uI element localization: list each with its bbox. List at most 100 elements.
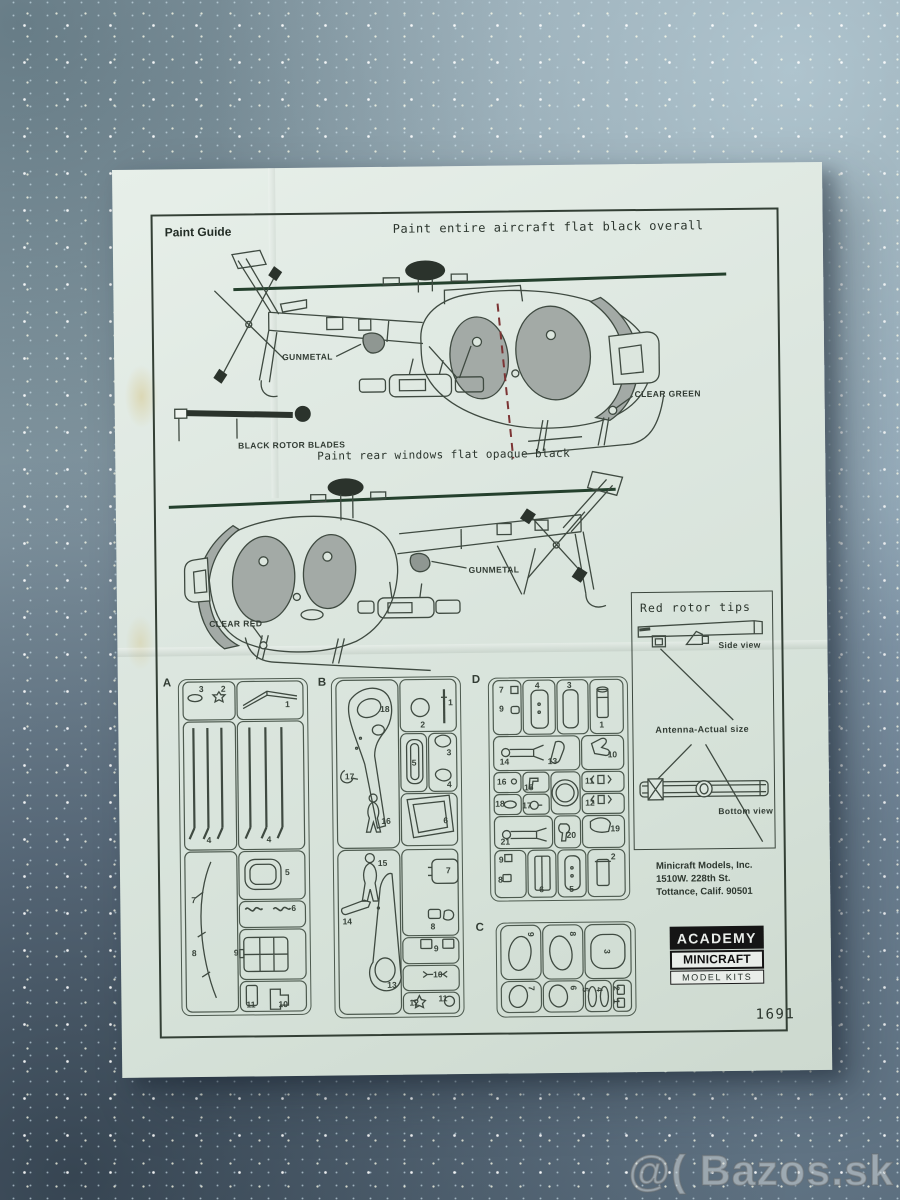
- part-number: 3: [198, 683, 204, 695]
- logo-model-kits: MODEL KITS: [670, 969, 765, 985]
- part-number: 8: [498, 874, 503, 885]
- part-number: 6: [443, 815, 449, 826]
- part-number: 5: [411, 757, 417, 768]
- part-number: 5: [569, 883, 574, 894]
- sprue-a-letter: A: [162, 677, 172, 690]
- part-number: 4: [534, 680, 540, 691]
- part-number: 6: [291, 902, 297, 914]
- kit-number: 1691: [755, 1006, 796, 1023]
- part-number: 18: [495, 798, 505, 809]
- part-number: 5: [284, 867, 290, 878]
- part-number: 9: [526, 931, 537, 937]
- sprue-c-diagram: 9 8 3 7 6 5 4 2 1: [495, 921, 637, 1018]
- part-number: 4: [594, 987, 605, 992]
- part-number: 14: [499, 756, 510, 767]
- sprue-d-letter: D: [471, 673, 481, 686]
- part-number: 7: [526, 985, 537, 991]
- antenna-pointer-lines: [657, 648, 764, 842]
- part-number: 15: [523, 782, 534, 793]
- part-number: 2: [220, 683, 226, 694]
- sprue-b-diagram: 18 17 16 2 1 5 3 4 6 15 14 13 7 8 9 10 1…: [330, 676, 465, 1019]
- part-number: 1: [285, 699, 290, 710]
- address-line: Minicraft Models, Inc.: [655, 859, 753, 872]
- sprue-d-diagram: 7 9 4 3 1 14 13 10 16 15 11 18 17 12 21 …: [487, 676, 631, 902]
- sprue-b-letter: B: [317, 676, 327, 689]
- address-line: Tottance, Calif. 90501: [656, 885, 753, 898]
- part-number: 15: [377, 857, 388, 869]
- part-number: 11: [584, 775, 595, 786]
- part-number: 1: [611, 998, 622, 1004]
- part-number: 13: [387, 979, 397, 990]
- part-number: 11: [438, 993, 448, 1004]
- gunmetal-label-bottom: GUNMETAL: [468, 564, 520, 575]
- part-number: 9: [498, 854, 504, 865]
- part-number: 18: [380, 703, 390, 714]
- logo-academy: ACADEMY: [669, 925, 764, 950]
- part-number: 8: [191, 948, 197, 959]
- part-number: 1: [599, 719, 605, 730]
- rotor-side-view-diagram: [637, 620, 763, 648]
- part-number: 10: [433, 969, 443, 980]
- part-number: 13: [547, 755, 558, 767]
- clear-red-label: CLEAR RED: [209, 618, 263, 629]
- rotor-bottom-view-diagram: [639, 778, 769, 801]
- part-number: 8: [568, 931, 579, 937]
- part-number: 1: [448, 697, 453, 708]
- logo-minicraft: MINICRAFT: [669, 949, 765, 970]
- part-number: 2: [610, 851, 616, 862]
- helicopter-top-drawing: [213, 249, 727, 459]
- address-line: 1510W. 228th St.: [656, 873, 731, 885]
- part-number: 4: [206, 834, 212, 845]
- bottom-view-label: Bottom view: [718, 805, 774, 817]
- part-number: 7: [498, 684, 504, 695]
- helicopter-bottom-drawing: [168, 470, 624, 672]
- part-number: 21: [500, 836, 511, 847]
- watermark: @( Bazos.sk: [628, 1146, 894, 1196]
- gunmetal-label-top: GUNMETAL: [282, 351, 333, 363]
- part-number: 12: [409, 997, 419, 1008]
- part-number: 9: [233, 947, 239, 958]
- part-number: 3: [446, 747, 452, 758]
- sprue-b-parts: [335, 678, 461, 1015]
- part-number: 16: [381, 815, 391, 826]
- sprue-c-parts: [500, 923, 633, 1014]
- part-number: 3: [566, 679, 572, 690]
- part-number: 12: [585, 797, 595, 808]
- rear-window-pointer-line: [496, 303, 515, 459]
- part-number: 14: [342, 916, 353, 927]
- part-number: 4: [446, 779, 452, 790]
- part-number: 7: [445, 865, 451, 876]
- manufacturer-address: Minicraft Models, Inc. 1510W. 228th St. …: [656, 859, 753, 899]
- sprue-d-parts: [492, 678, 626, 899]
- sprue-a-diagram: 3 2 1 4 4 7 8 5 6 9 11 10: [177, 677, 312, 1017]
- part-number: 16: [496, 776, 507, 787]
- academy-minicraft-logo: ACADEMY MINICRAFT MODEL KITS: [669, 925, 765, 985]
- part-number: 10: [607, 749, 618, 760]
- paint-guide-title: Paint Guide: [164, 224, 232, 240]
- part-number: 6: [539, 884, 544, 895]
- red-rotor-tips-panel: Red rotor tips Side view Antenna-Actual …: [630, 590, 776, 851]
- part-number: 17: [344, 771, 355, 782]
- part-number: 9: [433, 943, 439, 954]
- part-number: 9: [499, 703, 504, 714]
- part-number: 19: [610, 823, 621, 834]
- sprue-a-parts: [182, 680, 308, 1013]
- part-number: 7: [191, 895, 197, 906]
- black-rotor-blades-diagram: [174, 405, 311, 442]
- part-number: 17: [522, 800, 532, 811]
- instruction-sheet: Paint Guide Paint entire aircraft flat b…: [112, 161, 833, 1078]
- part-number: 20: [566, 829, 577, 840]
- antenna-actual-size-label: Antenna-Actual size: [655, 723, 750, 735]
- part-number: 11: [246, 999, 256, 1010]
- part-number: 2: [420, 719, 426, 730]
- part-number: 3: [602, 949, 613, 954]
- part-number: 2: [611, 985, 622, 991]
- part-number: 10: [278, 999, 288, 1010]
- part-number: 8: [430, 921, 436, 932]
- paper-stain: [125, 614, 156, 671]
- sprue-c-letter: C: [475, 921, 485, 934]
- part-number: 4: [266, 834, 272, 845]
- part-number: 6: [568, 985, 579, 991]
- clear-green-label: CLEAR GREEN: [634, 388, 701, 400]
